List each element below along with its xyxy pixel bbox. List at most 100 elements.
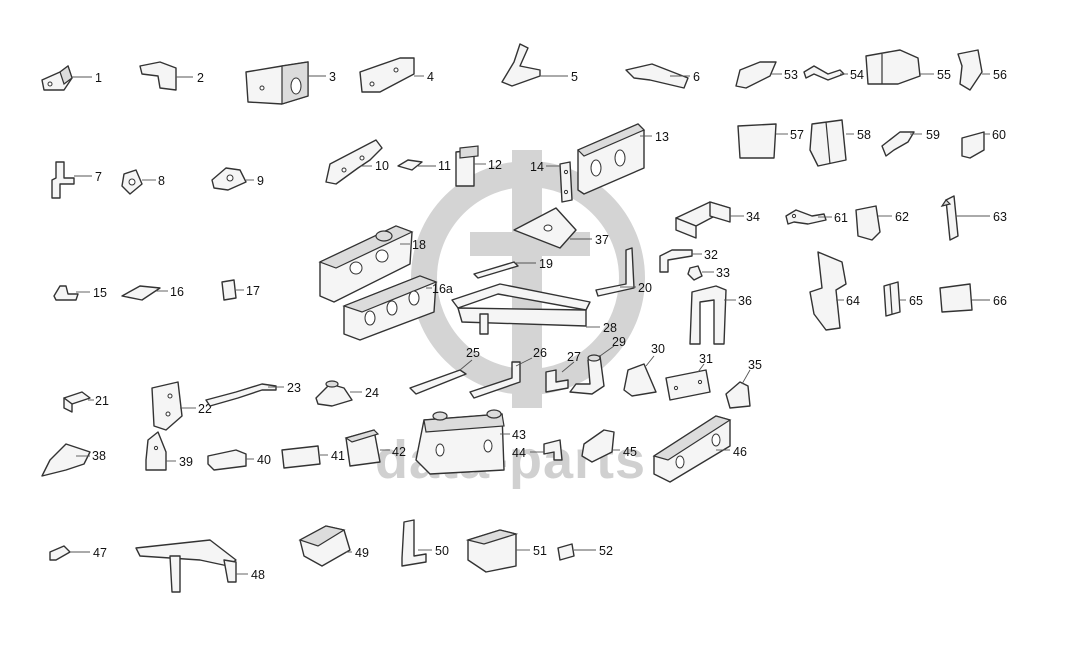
part-39 (145, 431, 176, 471)
part-38 (41, 443, 91, 477)
part-57 (737, 123, 788, 159)
part-44 (530, 439, 563, 461)
part-65 (883, 281, 906, 317)
callout-28: 28 (603, 321, 617, 335)
part-48 (135, 539, 248, 593)
callout-41: 41 (331, 449, 345, 463)
callout-32: 32 (704, 248, 718, 262)
part-59 (881, 131, 922, 157)
part-43 (415, 409, 510, 475)
callout-54: 54 (850, 68, 864, 82)
callout-46: 46 (733, 445, 747, 459)
callout-52: 52 (599, 544, 613, 558)
part-15 (53, 285, 90, 301)
part-42 (344, 429, 390, 467)
part-20 (595, 247, 636, 297)
part-51 (465, 529, 530, 573)
callout-49: 49 (355, 546, 369, 560)
part-3 (245, 61, 326, 105)
part-46 (652, 415, 732, 483)
callout-15: 15 (93, 286, 107, 300)
callout-50: 50 (435, 544, 449, 558)
callout-17: 17 (246, 284, 260, 298)
callout-56: 56 (993, 68, 1007, 82)
callout-29: 29 (612, 335, 626, 349)
part-29 (569, 345, 615, 395)
part-13 (576, 123, 652, 195)
part-22 (151, 381, 196, 431)
callout-34: 34 (746, 210, 760, 224)
callout-60: 60 (992, 128, 1006, 142)
part-8 (121, 169, 156, 195)
callout-3: 3 (329, 70, 336, 84)
callout-11: 11 (438, 159, 451, 173)
part-23 (205, 383, 284, 407)
part-28 (451, 283, 600, 335)
callout-55: 55 (937, 68, 951, 82)
callout-27: 27 (567, 350, 581, 364)
callout-64: 64 (846, 294, 860, 308)
callout-21: 21 (95, 394, 109, 408)
part-18 (318, 225, 414, 303)
part-58 (809, 119, 854, 167)
part-56 (957, 49, 990, 91)
part-62 (855, 205, 892, 241)
part-63 (940, 195, 990, 241)
callout-47: 47 (93, 546, 107, 560)
callout-22: 22 (198, 402, 212, 416)
callout-23: 23 (287, 381, 301, 395)
callout-16: 16 (170, 285, 184, 299)
part-14 (546, 161, 573, 203)
part-4 (359, 57, 424, 93)
part-34 (675, 201, 744, 239)
part-36 (689, 285, 736, 345)
callout-59: 59 (926, 128, 940, 142)
callout-61: 61 (834, 211, 848, 225)
part-21 (63, 391, 94, 413)
callout-19: 19 (539, 257, 553, 271)
part-33 (687, 265, 714, 281)
part-16 (121, 285, 168, 301)
part-66 (939, 283, 990, 313)
part-40 (207, 449, 254, 471)
callout-57: 57 (790, 128, 804, 142)
part-27 (545, 361, 575, 393)
callout-13: 13 (655, 130, 669, 144)
part-19 (473, 261, 536, 279)
part-61 (785, 209, 832, 225)
part-1 (41, 65, 92, 91)
part-11 (397, 159, 436, 171)
callout-5: 5 (571, 70, 578, 84)
callout-7: 7 (95, 170, 102, 184)
part-37 (513, 207, 592, 249)
part-6 (625, 63, 690, 89)
callout-51: 51 (533, 544, 547, 558)
part-10 (325, 139, 383, 185)
part-31 (665, 363, 711, 401)
callout-33: 33 (716, 266, 730, 280)
part-64 (809, 251, 847, 331)
part-30 (623, 355, 657, 397)
callout-10: 10 (375, 159, 389, 173)
part-25 (409, 359, 473, 395)
part-16a (342, 275, 438, 341)
callout-63: 63 (993, 210, 1007, 224)
part-2 (139, 61, 193, 91)
callout-25: 25 (466, 346, 480, 360)
part-41 (281, 445, 328, 469)
callout-40: 40 (257, 453, 271, 467)
callout-42: 42 (392, 445, 406, 459)
callout-30: 30 (651, 342, 665, 356)
callout-31: 31 (699, 352, 713, 366)
callout-12: 12 (488, 158, 502, 172)
part-54 (803, 65, 848, 81)
callout-6: 6 (693, 70, 700, 84)
callout-62: 62 (895, 210, 909, 224)
callout-48: 48 (251, 568, 265, 582)
part-12 (455, 145, 486, 187)
callout-39: 39 (179, 455, 193, 469)
callout-4: 4 (427, 70, 434, 84)
callout-38: 38 (92, 449, 106, 463)
part-26 (469, 357, 533, 399)
